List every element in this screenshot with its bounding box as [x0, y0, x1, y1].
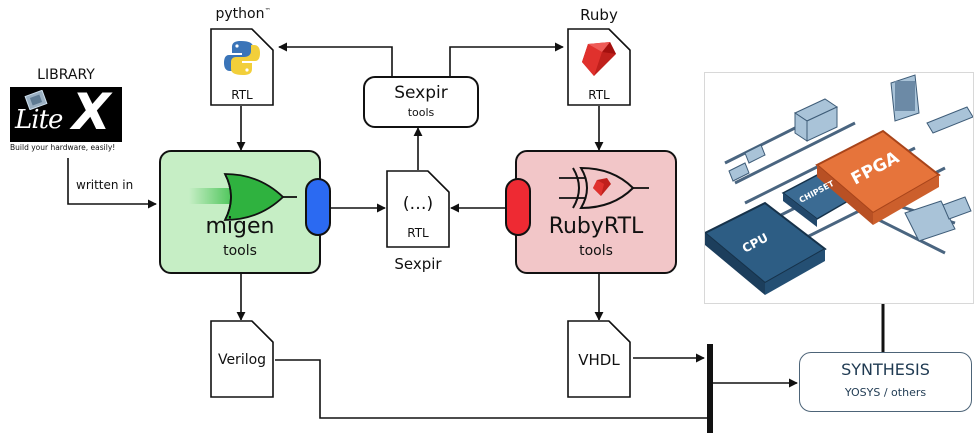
sexpir-doc-rtl-label: RTL	[407, 226, 429, 240]
arrow-sexpir-to-python	[278, 42, 393, 76]
fpga-board-illustration: CPU CHIPSET FPGA	[704, 72, 974, 304]
sexpir-tools-title: Sexpir	[394, 83, 448, 103]
migen-title: migen	[205, 214, 275, 239]
or-gate-icon	[189, 173, 297, 221]
migen-subtitle: tools	[223, 243, 257, 259]
ruby-rtl-label: RTL	[588, 88, 610, 102]
library-tagline: Build your hardware, easily!	[10, 143, 116, 152]
rubyrtl-subtitle: tools	[579, 243, 613, 259]
sexpir-doc-ellipsis: (…)	[402, 194, 434, 214]
line-verilog-to-bus	[275, 359, 708, 419]
synthesis-box: SYNTHESIS YOSYS / others	[799, 352, 972, 412]
ruby-gem-icon	[580, 40, 618, 78]
sexpir-tools-box: Sexpir tools	[363, 76, 479, 128]
migen-tools-box: migen tools	[159, 150, 321, 274]
python-rtl-doc: RTL	[210, 28, 274, 106]
python-rtl-label: RTL	[231, 88, 253, 102]
ruby-rtl-doc: RTL	[567, 28, 631, 106]
litex-logo: Lite X	[10, 83, 122, 142]
vhdl-label: VHDL	[578, 351, 620, 369]
synthesis-subtitle: YOSYS / others	[844, 386, 927, 399]
litex-wordmark: Lite	[15, 105, 63, 135]
arrow-written-in	[67, 158, 157, 209]
rubyrtl-title: RubyRTL	[548, 214, 644, 239]
verilog-doc: Verilog	[210, 320, 274, 398]
chip-icon	[24, 90, 48, 110]
migen-output-port	[305, 178, 331, 236]
written-in-label: written in	[76, 178, 134, 192]
ruby-heading: Ruby	[580, 6, 618, 24]
fpga-chip	[815, 129, 941, 225]
python-heading: python™	[215, 6, 271, 22]
arrow-sexpir-to-ruby	[449, 42, 564, 76]
verilog-label: Verilog	[217, 352, 267, 368]
cpu-chip	[705, 201, 827, 295]
xor-gate-icon	[559, 166, 649, 210]
sexpir-rtl-doc: (…) RTL	[386, 170, 450, 248]
litex-x-mark: X	[72, 83, 111, 141]
library-heading: LIBRARY	[37, 67, 95, 83]
rubyrtl-output-port	[505, 178, 531, 236]
sexpir-tools-subtitle: tools	[407, 106, 435, 119]
sexpir-caption: Sexpir	[394, 255, 442, 273]
synthesis-title: SYNTHESIS	[841, 360, 930, 379]
python-icon	[222, 38, 262, 78]
vhdl-doc: VHDL	[567, 320, 631, 398]
rubyrtl-tools-box: RubyRTL tools	[515, 150, 677, 274]
